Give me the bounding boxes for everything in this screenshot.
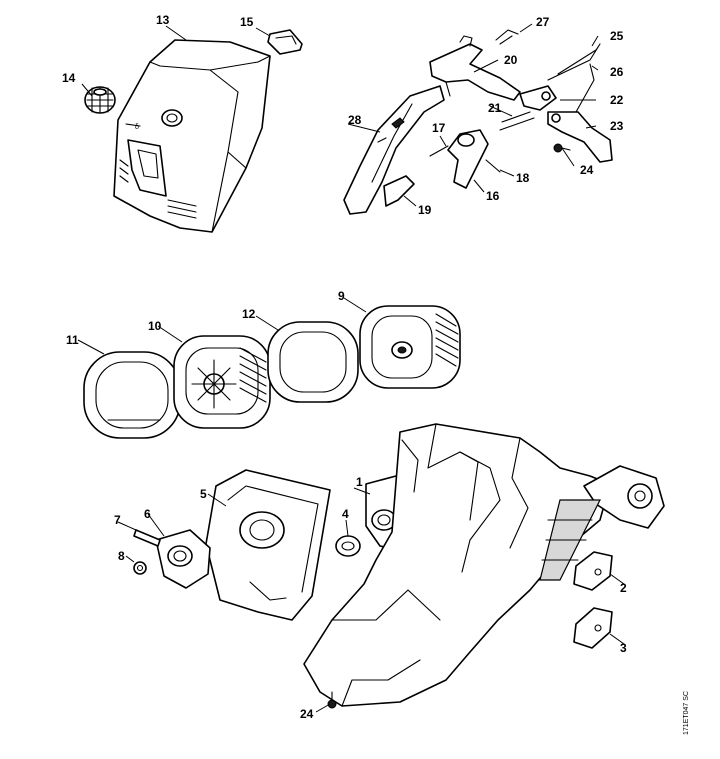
spring-part-17: [429, 145, 449, 157]
callout-10: 10: [148, 319, 162, 333]
callout-13: 13: [156, 13, 170, 27]
rod-part-21: [499, 111, 535, 131]
leader-lines: [77, 23, 625, 713]
bell-crank-part-22: [519, 85, 557, 111]
callout-28: 28: [348, 113, 362, 127]
baffle-plate-part-5: [205, 469, 331, 621]
callout-19: 19: [418, 203, 432, 217]
callout-24-upper: 24: [580, 163, 594, 177]
callout-26: 26: [610, 65, 624, 79]
drawing-code: 171ET047 SC: [683, 691, 690, 735]
callout-12: 12: [242, 307, 256, 321]
callout-16: 16: [486, 189, 500, 203]
screw-part-24-lower: [327, 691, 337, 709]
callout-1: 1: [356, 475, 363, 489]
callout-7: 7: [114, 513, 121, 527]
damper-block-part-2: [573, 551, 613, 591]
lever-part-20: [429, 35, 521, 101]
spring-wire-part-25: [547, 43, 601, 81]
callout-2: 2: [620, 581, 627, 595]
main-housing: [303, 423, 665, 707]
callout-23: 23: [610, 119, 624, 133]
callout-5: 5: [200, 487, 207, 501]
callout-4: 4: [342, 507, 349, 521]
callout-3: 3: [620, 641, 627, 655]
air-filter-part-9: [359, 305, 461, 389]
damper-block-part-3: [573, 607, 613, 649]
seal-band-part-11: [83, 351, 181, 439]
callouts: 13 14 15 27 25 20 26 22 21 28 23 17 24 1…: [62, 13, 627, 721]
callout-17: 17: [432, 121, 446, 135]
nut-part-8: [133, 561, 147, 575]
callout-21: 21: [488, 101, 502, 115]
callout-6: 6: [144, 507, 151, 521]
trigger-lever-part-23: [547, 111, 613, 163]
throttle-trigger-part-16: [447, 129, 489, 189]
clip-part-15: [267, 29, 303, 55]
callout-9: 9: [338, 289, 345, 303]
callout-25: 25: [610, 29, 624, 43]
callout-8: 8: [118, 549, 125, 563]
rod-part-7: [133, 529, 161, 547]
svg-text:δ: δ: [135, 124, 139, 131]
callout-24-lower: 24: [300, 707, 314, 721]
callout-11: 11: [66, 333, 79, 347]
shroud-cover-part-13: δ: [113, 39, 271, 233]
callout-18: 18: [516, 171, 530, 185]
elbow-part-6: [155, 529, 211, 589]
throttle-rod-part-26: [575, 63, 595, 113]
callout-14: 14: [62, 71, 76, 85]
air-filter-part-10: [173, 335, 271, 429]
handle-grip-part-28: [343, 85, 445, 215]
wire-link-part-27: [495, 29, 519, 45]
callout-15: 15: [240, 15, 254, 29]
callout-20: 20: [504, 53, 518, 67]
callout-22: 22: [610, 93, 624, 107]
pin-part-18: [485, 159, 501, 173]
callout-27: 27: [536, 15, 550, 29]
knob-part-14: [84, 86, 116, 114]
seal-band-part-12: [267, 321, 359, 403]
clip-part-19: [383, 175, 415, 207]
gasket-part-4: [335, 535, 361, 557]
